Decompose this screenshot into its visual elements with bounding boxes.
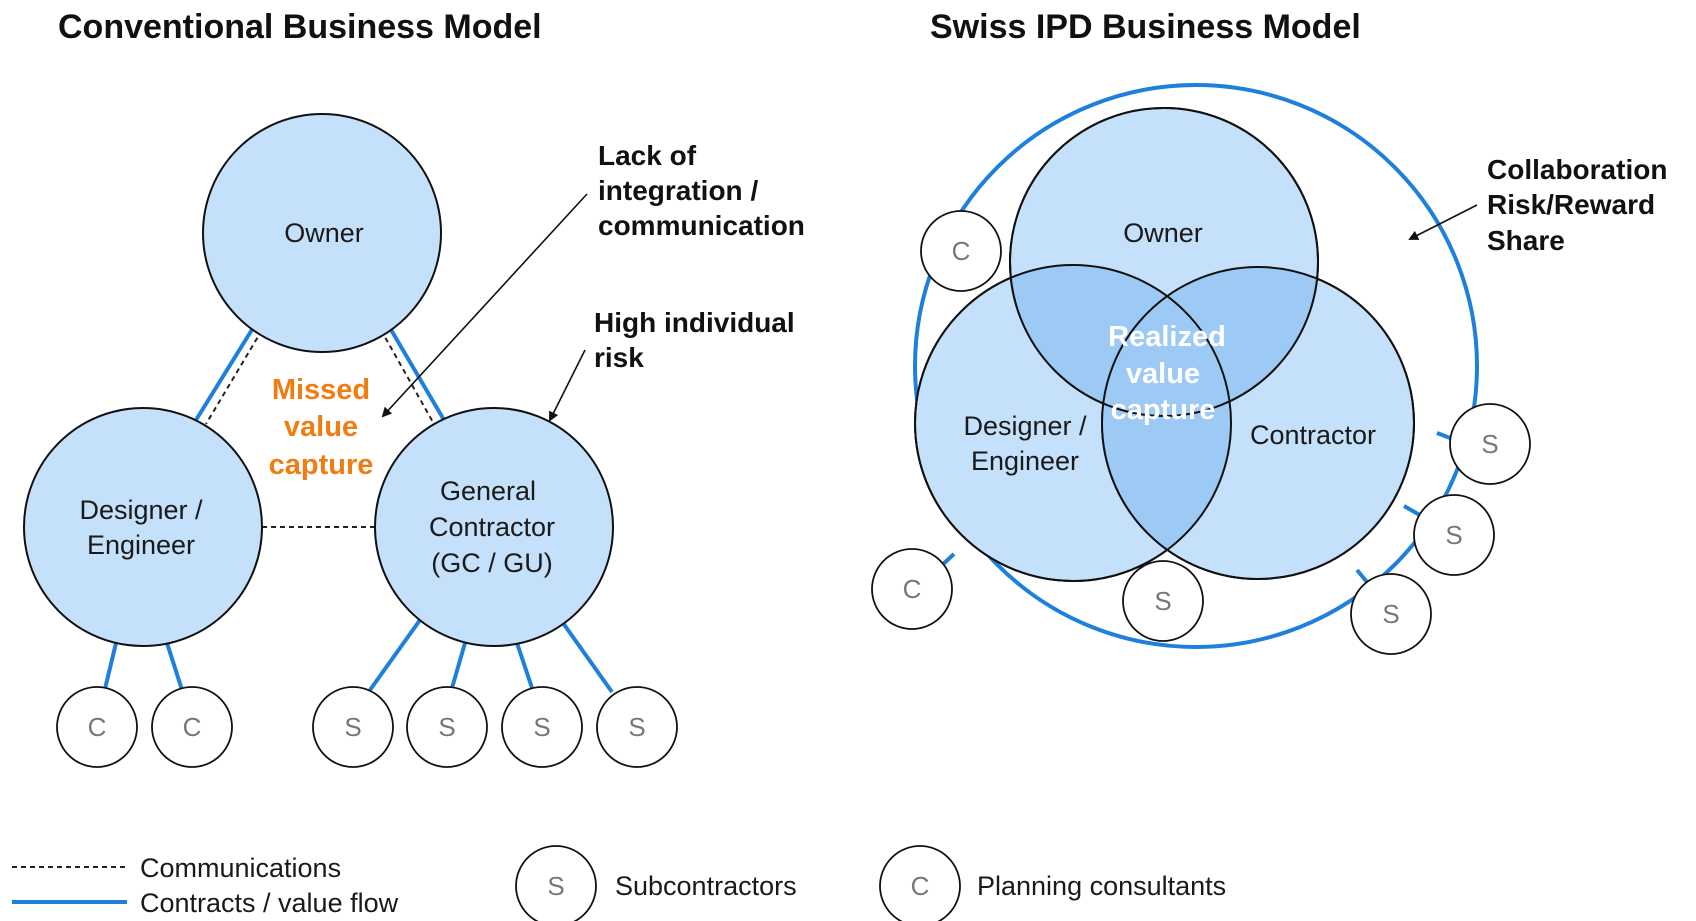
collab-line3: Share xyxy=(1487,225,1565,256)
legend-s-symbol: S xyxy=(547,871,564,901)
svg-text:C: C xyxy=(903,574,922,604)
ipd-sub-4: S xyxy=(1350,573,1432,655)
missed-line1: Missed xyxy=(272,374,370,406)
svg-text:S: S xyxy=(1445,520,1462,550)
conventional-title: Conventional Business Model xyxy=(58,8,542,46)
ipd-sub-3: S xyxy=(1413,494,1495,576)
realized-value-capture: Realized value capture xyxy=(1108,321,1226,426)
realized-line1: Realized xyxy=(1108,321,1226,353)
svg-text:C: C xyxy=(88,712,107,742)
missed-line2: value xyxy=(284,411,358,443)
lack-line3: communication xyxy=(598,210,805,241)
lack-of-integration-annotation: Lack of integration / communication xyxy=(381,140,805,418)
svg-text:C: C xyxy=(952,236,971,266)
designer-engineer-node: Designer / Engineer xyxy=(23,407,263,647)
conventional-sub-1: S xyxy=(312,686,394,768)
owner-designer-contract-line xyxy=(194,326,255,422)
collaboration-boundary xyxy=(913,83,1479,649)
legend-s-circle xyxy=(515,845,597,921)
collaboration-annotation: Collaboration Risk/Reward Share xyxy=(1408,154,1667,256)
gc-label-line3: (GC / GU) xyxy=(431,548,553,578)
ipd-consultant-2: C xyxy=(871,548,953,630)
missed-value-capture: Missed value capture xyxy=(269,374,374,481)
realized-line3: capture xyxy=(1111,394,1216,426)
legend-contracts: Contracts / value flow xyxy=(140,888,399,918)
ipd-sub-1: S xyxy=(1122,560,1204,642)
ipd-contractor-label: Contractor xyxy=(1250,420,1376,450)
conventional-sub-3: S xyxy=(501,686,583,768)
svg-text:S: S xyxy=(533,712,550,742)
ipd-designer-line2: Engineer xyxy=(971,446,1079,476)
legend-planning-consultants: Planning consultants xyxy=(977,871,1226,901)
owner-node: Owner xyxy=(202,113,442,353)
legend-c-circle xyxy=(879,845,961,921)
general-contractor-node: General Contractor (GC / GU) xyxy=(374,407,614,647)
gc-sub-line-1 xyxy=(368,618,422,692)
risk-line2: risk xyxy=(594,342,644,373)
legend: Communications Contracts / value flow S … xyxy=(12,845,1226,921)
collab-arrow xyxy=(1408,204,1478,240)
ipd-owner-label: Owner xyxy=(1123,218,1203,248)
lack-line2: integration / xyxy=(598,175,758,206)
overlap-designer-contractor xyxy=(1102,267,1231,579)
designer-label-line1: Designer / xyxy=(79,495,203,525)
collab-line2: Risk/Reward xyxy=(1487,189,1655,220)
conventional-sub-4: S xyxy=(596,686,678,768)
conventional-connections xyxy=(102,326,614,694)
legend-subcontractors: Subcontractors xyxy=(615,871,797,901)
svg-text:S: S xyxy=(628,712,645,742)
designer-label-line2: Engineer xyxy=(87,530,195,560)
gc-label-line2: Contractor xyxy=(429,512,555,542)
svg-text:S: S xyxy=(344,712,361,742)
svg-text:S: S xyxy=(438,712,455,742)
owner-designer-comm-line xyxy=(205,329,263,425)
legend-communications: Communications xyxy=(140,853,341,883)
svg-text:S: S xyxy=(1481,429,1498,459)
missed-line3: capture xyxy=(269,449,374,481)
owner-gc-contract-line xyxy=(388,326,446,422)
ipd-sub-2: S xyxy=(1449,403,1531,485)
risk-line1: High individual xyxy=(594,307,795,338)
legend-c-symbol: C xyxy=(911,871,930,901)
designer-consultant-line-2 xyxy=(165,642,185,694)
ipd-title: Swiss IPD Business Model xyxy=(930,8,1361,46)
svg-text:C: C xyxy=(183,712,202,742)
designer-consultant-line-1 xyxy=(102,642,118,694)
high-individual-risk-annotation: High individual risk xyxy=(549,307,795,422)
collab-line1: Collaboration xyxy=(1487,154,1667,185)
conventional-sub-2: S xyxy=(406,686,488,768)
ipd-consultant-1: C xyxy=(920,210,1002,292)
gc-sub-line-2 xyxy=(450,642,467,689)
ipd-designer-line1: Designer / xyxy=(963,411,1087,441)
gc-sub-line-4 xyxy=(561,621,614,694)
realized-line2: value xyxy=(1126,358,1200,390)
svg-text:S: S xyxy=(1154,586,1171,616)
conventional-consultant-1: C xyxy=(56,686,138,768)
owner-label: Owner xyxy=(284,218,364,248)
gc-sub-line-3 xyxy=(515,642,534,689)
ipd-venn xyxy=(914,107,1415,582)
conventional-consultant-2: C xyxy=(151,686,233,768)
gc-label-line1: General xyxy=(440,476,536,506)
svg-text:S: S xyxy=(1382,599,1399,629)
risk-arrow xyxy=(549,349,586,422)
lack-arrow xyxy=(381,193,588,418)
lack-line1: Lack of xyxy=(598,140,697,171)
